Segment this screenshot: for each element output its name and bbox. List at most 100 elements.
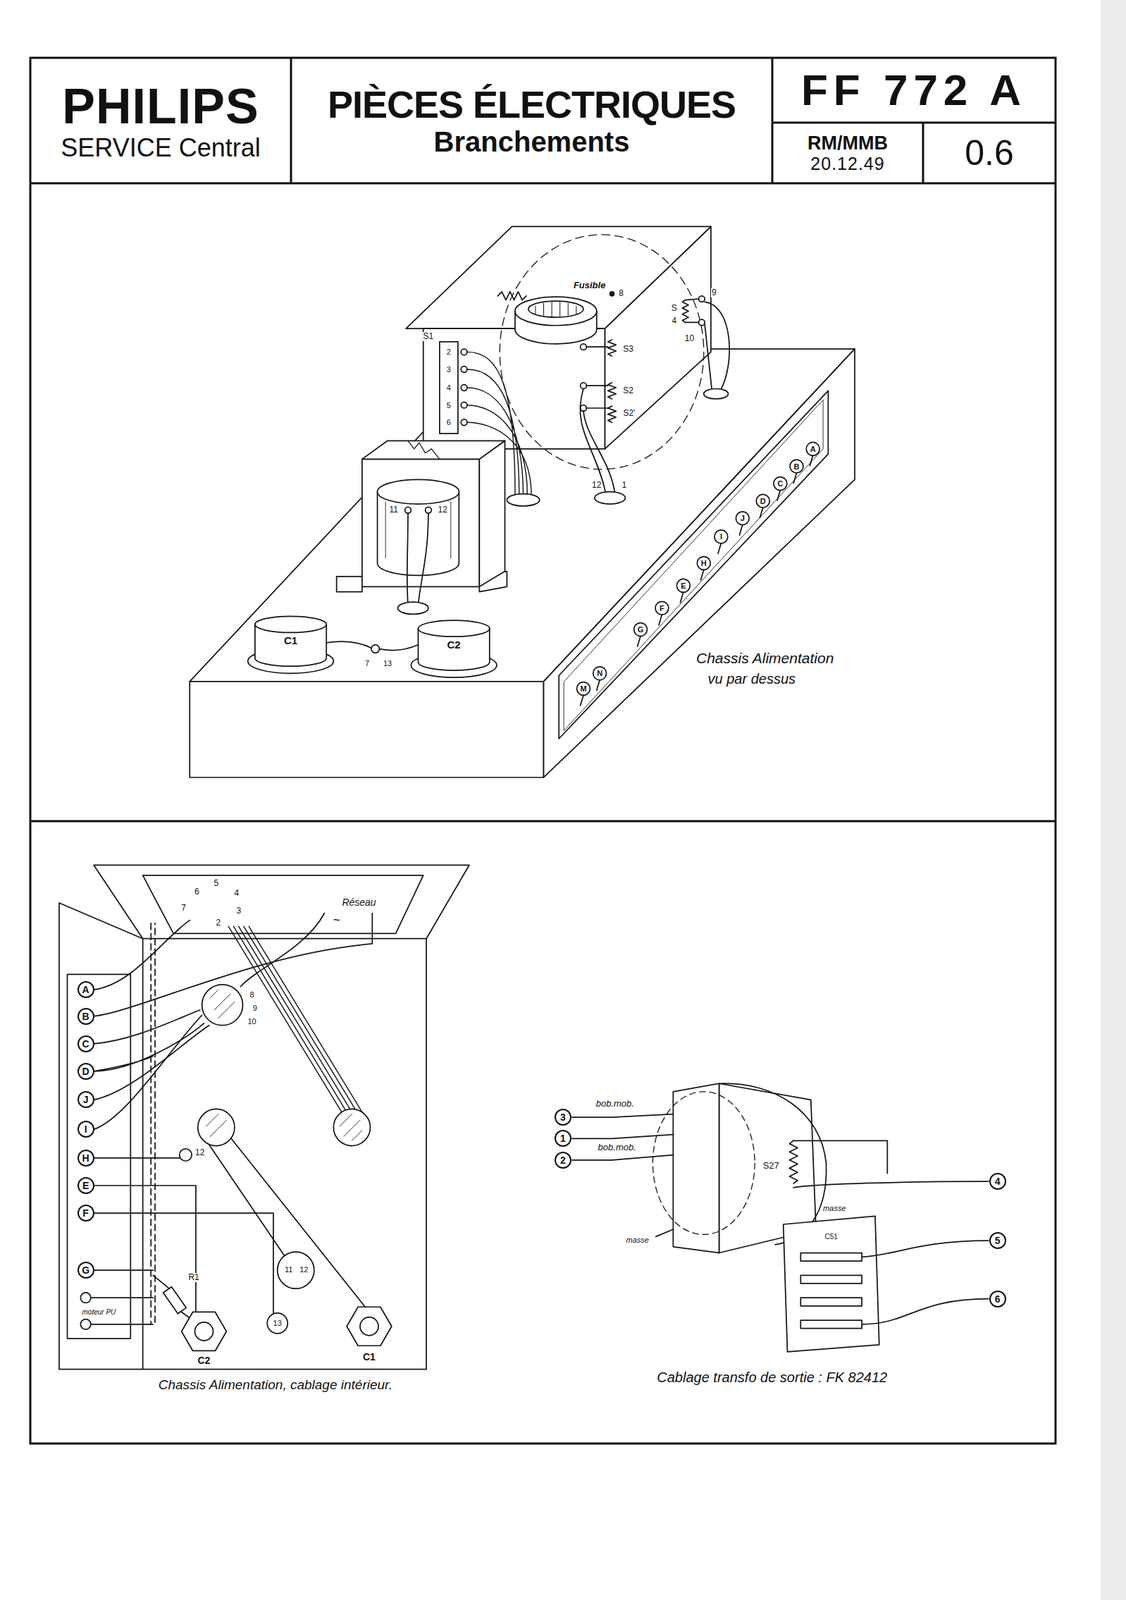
terminal-lug — [593, 666, 607, 680]
cell-heading: RM/MMB — [807, 132, 888, 154]
power-transformer — [682, 300, 689, 323]
wire — [209, 1137, 365, 1307]
sheet-frame — [771, 57, 774, 184]
terminal-number: 12 — [437, 505, 449, 515]
wire-label: masse — [822, 1203, 847, 1212]
terminal-letter: N — [596, 668, 604, 678]
terminal-circle: 1 — [554, 1129, 572, 1147]
terminal-letter: C — [776, 479, 784, 488]
terminal-letter: 4 — [994, 1176, 1001, 1186]
terminal-lug — [596, 679, 600, 690]
terminal-lug — [580, 694, 584, 705]
wire — [154, 923, 156, 1325]
output-transformer — [783, 1215, 880, 1352]
wire — [93, 1157, 180, 1159]
sheet-number-cell: 0.6 — [923, 122, 1056, 184]
power-transformer — [703, 388, 729, 399]
filter-choke — [405, 506, 412, 513]
capacitor-nut — [194, 1321, 213, 1341]
terminal-lug — [679, 591, 683, 602]
power-transformer — [535, 301, 577, 316]
terminal-number: 12 — [298, 1264, 309, 1274]
ac-symbol: ~ — [331, 913, 342, 928]
terminal-number: 3 — [446, 364, 452, 374]
part-label: S27 — [762, 1160, 781, 1171]
grommet — [179, 1148, 192, 1161]
terminal-number: 6 — [193, 887, 201, 897]
terminal-number: 5 — [446, 400, 452, 410]
terminal-letter: A — [82, 984, 90, 995]
grommet — [198, 1108, 235, 1146]
power-transformer — [506, 493, 540, 506]
terminal-circle: C — [77, 1035, 95, 1053]
terminal-lug — [655, 601, 669, 615]
cell-text: 20.12.49 — [810, 153, 885, 174]
grommet — [202, 984, 244, 1026]
terminal-letter: C — [82, 1038, 90, 1049]
terminal-number: 10 — [684, 333, 695, 344]
power-transformer — [497, 291, 527, 301]
terminal-number: 11 — [283, 1264, 294, 1274]
terminal-number: 7 — [180, 903, 187, 913]
terminal-letter: 3 — [560, 1111, 566, 1122]
part-label: R1 — [187, 1272, 200, 1282]
terminal-circle: I — [77, 1120, 95, 1138]
terminal-lug — [577, 682, 591, 696]
part-label: C51 — [824, 1232, 839, 1241]
power-transformer — [608, 382, 617, 399]
power-transformer — [460, 401, 468, 408]
terminal-lug — [634, 622, 648, 637]
terminal-letter: D — [82, 1066, 90, 1076]
terminal-lug — [759, 507, 763, 518]
filter-choke — [385, 501, 451, 559]
part-label: S2' — [622, 408, 637, 418]
author-date-cell: RM/MMB20.12.49 — [772, 122, 924, 184]
terminal-lug — [696, 556, 711, 571]
part-label: S — [670, 303, 678, 313]
part-label: S2 — [622, 386, 635, 396]
wire — [228, 925, 363, 1112]
output-transformer — [652, 1091, 755, 1235]
terminal-circle: G — [77, 1261, 95, 1279]
terminal-letter: B — [82, 1011, 90, 1022]
grommet — [209, 989, 235, 1019]
caption: Chassis Alimentation, cablage intérieur. — [157, 1377, 394, 1393]
filter-choke — [407, 440, 440, 459]
filter-choke — [407, 512, 429, 605]
wire — [90, 913, 373, 1325]
filter-choke — [479, 440, 505, 587]
power-transformer — [460, 419, 468, 426]
power-transformer — [698, 319, 706, 326]
terminal-number: 4 — [671, 316, 678, 326]
output-transformer — [672, 1083, 719, 1253]
terminal-letter: A — [809, 444, 817, 454]
terminal-number: 8 — [249, 990, 256, 999]
terminal-letter: H — [82, 1152, 90, 1163]
capacitor-can — [326, 641, 418, 650]
power-transformer — [579, 388, 616, 494]
filter-choke — [362, 458, 480, 587]
sheet-frame — [30, 182, 1056, 185]
terminal-number: 7 — [364, 658, 370, 668]
power-transformer — [460, 384, 468, 392]
output-transformer — [789, 1140, 798, 1184]
terminal-number: 1 — [621, 480, 628, 490]
terminal-circle: F — [77, 1204, 95, 1222]
output-transformer — [652, 1083, 879, 1352]
terminal-circle: A — [77, 980, 95, 998]
terminal-number: 3 — [235, 906, 242, 916]
output-transformer — [800, 1319, 862, 1329]
chassis-interior — [59, 864, 470, 1369]
terminal-letter: 5 — [994, 1235, 1001, 1246]
part-label: C1 — [362, 1351, 377, 1363]
capacitor-nut — [181, 1311, 227, 1351]
brand-cell: PHILIPSSERVICE Central — [30, 57, 292, 184]
chassis-interior — [143, 875, 424, 934]
capacitor-nut — [360, 1316, 379, 1336]
terminal-number: 12 — [591, 480, 602, 490]
terminal-number: 13 — [272, 1318, 283, 1327]
chassis-body — [189, 681, 544, 778]
terminal-number: 11 — [388, 505, 399, 515]
power-transformer — [439, 341, 459, 434]
